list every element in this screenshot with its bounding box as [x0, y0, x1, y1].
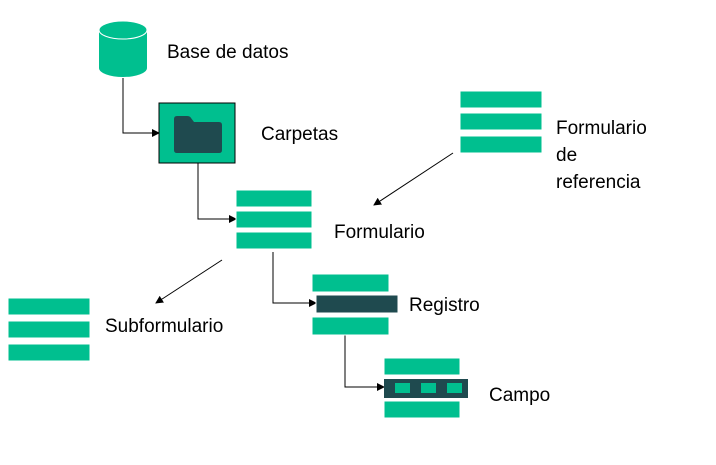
- connector-form-to-record: [272, 252, 317, 307]
- form-stack-icon: [235, 189, 313, 250]
- record-label: Registro: [409, 295, 480, 316]
- connectors: [122, 78, 454, 391]
- folder-icon: [174, 116, 222, 153]
- connector-folders-to-form: [197, 163, 237, 223]
- record-stack-icon: [311, 273, 399, 336]
- folders-node: [158, 102, 236, 164]
- field-stack-icon: [383, 357, 468, 419]
- subform-stack-icon: [7, 297, 91, 362]
- reference-form-label-line-2: de: [556, 145, 577, 166]
- reference-form-stack-icon: [459, 90, 543, 154]
- arrow-reference-form-to-form: [373, 152, 454, 206]
- form-label: Formulario: [334, 222, 425, 243]
- arrow-form-to-subform: [155, 259, 223, 304]
- connector-record-to-field: [344, 334, 385, 391]
- folders-label: Carpetas: [261, 124, 338, 145]
- database-label: Base de datos: [167, 42, 288, 63]
- connector-database-to-folders: [122, 78, 160, 137]
- database-cylinder-icon: [98, 20, 148, 77]
- reference-form-label-line-1: Formulario: [556, 118, 647, 139]
- field-label: Campo: [489, 385, 550, 406]
- record-highlighted-bar: [315, 294, 399, 314]
- subform-label: Subformulario: [105, 316, 223, 337]
- reference-form-label-line-3: referencia: [556, 172, 641, 193]
